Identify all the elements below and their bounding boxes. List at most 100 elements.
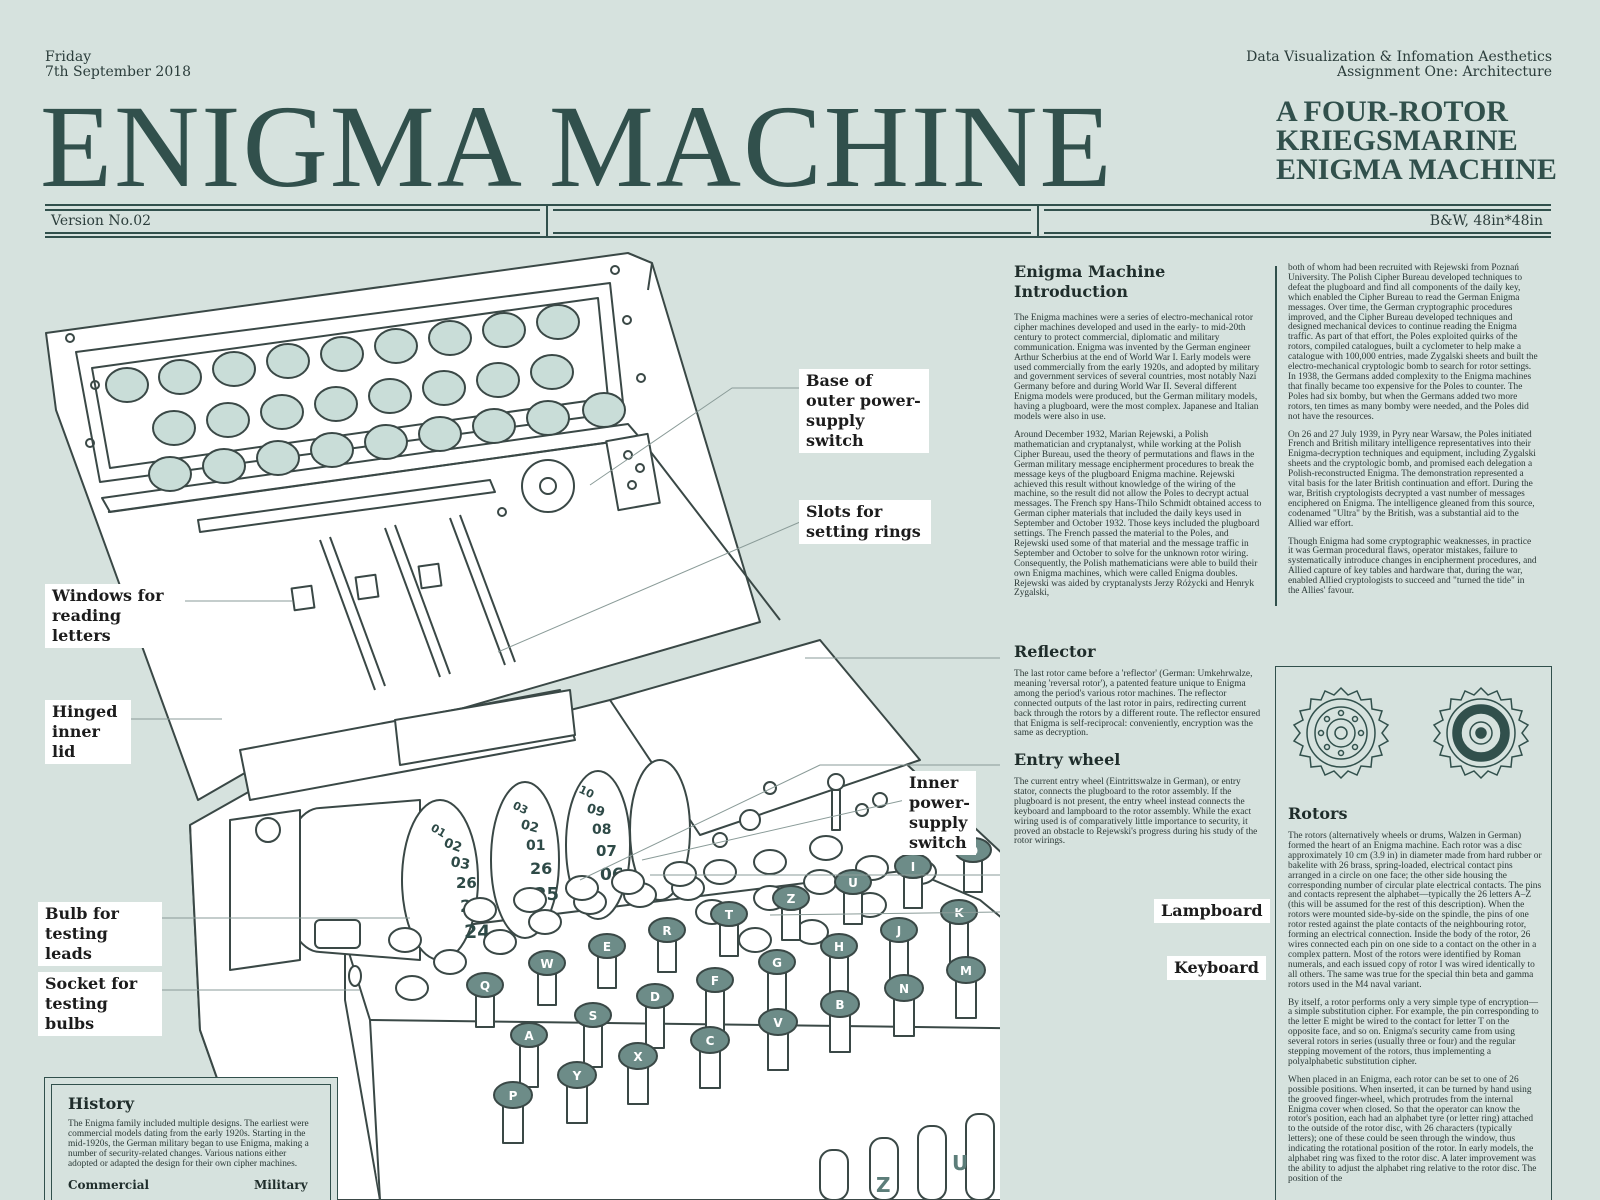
history-col-military: Military — [254, 1177, 308, 1192]
keyboard-keys: Q W E R T Z U I O A S D F G H J K P Y X … — [466, 837, 992, 1144]
continued-section: both of whom had been recruited with Rej… — [1288, 263, 1538, 605]
assignment-label: Assignment One: Architecture — [1336, 64, 1552, 80]
svg-text:E: E — [603, 940, 611, 954]
svg-text:H: H — [834, 940, 844, 954]
svg-text:Z: Z — [787, 892, 796, 906]
svg-text:X: X — [633, 1050, 643, 1064]
svg-text:Z: Z — [876, 1173, 891, 1197]
svg-text:Y: Y — [572, 1069, 582, 1083]
svg-text:B: B — [835, 998, 844, 1012]
svg-text:V: V — [773, 1016, 783, 1030]
rotors-box — [1275, 666, 1552, 1200]
course-block: Data Visualization & Infomation Aestheti… — [1246, 50, 1552, 80]
svg-text:G: G — [772, 956, 782, 970]
svg-text:R: R — [662, 924, 671, 938]
svg-text:D: D — [650, 990, 660, 1004]
header-rule — [553, 209, 1031, 211]
svg-text:01: 01 — [526, 838, 545, 854]
subtitle-line: KRIEGSMARINE — [1276, 124, 1518, 157]
svg-text:09: 09 — [585, 801, 606, 820]
continued-body: both of whom had been recruited with Rej… — [1288, 263, 1538, 597]
intro-section: Enigma Machine Introduction The Enigma m… — [1014, 262, 1264, 607]
history-box — [44, 1077, 338, 1200]
header-divider — [1037, 204, 1039, 237]
column-divider — [1275, 266, 1277, 606]
rotors-paragraph: The rotors (alternatively wheels or drum… — [1288, 831, 1542, 990]
date-label: 7th September 2018 — [45, 64, 192, 80]
history-columns: Commercial Military — [68, 1178, 318, 1192]
format-label: B&W, 48in*48in — [1429, 213, 1543, 229]
svg-text:02: 02 — [519, 817, 540, 836]
day-label: Friday — [45, 49, 92, 65]
subtitle-line: ENIGMA MACHINE — [1276, 153, 1557, 186]
page-title: ENIGMA MACHINE — [40, 81, 1114, 212]
entry-wheel-body: The current entry wheel (Eintrittswalze … — [1014, 777, 1258, 847]
header-rule — [45, 204, 1551, 206]
header-rule — [45, 209, 540, 211]
continued-paragraph: On 26 and 27 July 1939, in Pyry near War… — [1288, 429, 1536, 529]
rotor-icons — [1286, 680, 1546, 790]
history-col-commercial: Commercial — [68, 1177, 150, 1192]
svg-text:U: U — [952, 1151, 968, 1175]
enigma-illustration: 01 02 03 26 25 24 03 02 01 26 25 10 09 0… — [0, 240, 1000, 1200]
callout-bulb-leads: Bulb for testing leads — [38, 902, 162, 966]
subtitle-line: A FOUR-ROTOR — [1276, 95, 1508, 128]
svg-text:03: 03 — [511, 799, 530, 817]
svg-text:24: 24 — [464, 921, 490, 943]
callout-outer-switch: Base of outer power-supply switch — [799, 369, 929, 453]
svg-text:T: T — [725, 908, 734, 922]
svg-text:I: I — [911, 860, 915, 874]
svg-text:P: P — [509, 1089, 518, 1103]
svg-text:Q: Q — [480, 979, 490, 993]
svg-text:C: C — [706, 1034, 715, 1048]
intro-heading: Enigma Machine Introduction — [1014, 262, 1166, 301]
continued-paragraph: both of whom had been recruited with Rej… — [1288, 263, 1538, 422]
date-block: Friday 7th September 2018 — [45, 50, 191, 80]
entry-wheel-section: Entry wheel The current entry wheel (Ein… — [1014, 750, 1264, 847]
entry-wheel-heading: Entry wheel — [1014, 750, 1121, 769]
intro-body: The Enigma machines were a series of ele… — [1014, 313, 1264, 599]
history-body: The Enigma family included multiple desi… — [68, 1119, 309, 1169]
callout-inner-switch: Inner power-supply switch — [902, 771, 976, 855]
svg-text:J: J — [896, 924, 901, 938]
reflector-heading: Reflector — [1014, 642, 1096, 661]
history-inner-box — [51, 1084, 331, 1200]
svg-text:08: 08 — [592, 822, 611, 838]
header-divider — [546, 204, 548, 237]
history-section: History The Enigma family included multi… — [68, 1094, 318, 1192]
intro-paragraph: The Enigma machines were a series of ele… — [1014, 313, 1260, 423]
leader-lines — [130, 387, 1000, 991]
svg-text:02: 02 — [442, 836, 464, 856]
rotor-gear-icon — [1432, 686, 1530, 780]
svg-text:10: 10 — [577, 783, 597, 801]
svg-text:A: A — [524, 1029, 534, 1043]
callout-lampboard: Lampboard — [1154, 899, 1270, 923]
rotors-paragraph: When placed in an Enigma, each rotor can… — [1288, 1074, 1537, 1184]
history-heading: History — [68, 1094, 134, 1113]
svg-text:07: 07 — [596, 842, 617, 860]
header-rule — [1044, 209, 1551, 211]
rotors-paragraph: By itself, a rotor performs only a very … — [1288, 997, 1539, 1067]
plugboard-sockets — [819, 1113, 995, 1200]
version-label: Version No.02 — [51, 213, 152, 229]
svg-text:03: 03 — [449, 854, 471, 873]
continued-paragraph: Though Enigma had some cryptographic wea… — [1288, 536, 1537, 597]
rotors-heading: Rotors — [1288, 804, 1348, 823]
callout-socket-bulbs: Socket for testing bulbs — [38, 972, 162, 1036]
svg-text:U: U — [848, 876, 858, 890]
rotor-gear-icon — [1292, 686, 1390, 780]
callout-keyboard: Keyboard — [1167, 956, 1266, 980]
course-label: Data Visualization & Infomation Aestheti… — [1246, 49, 1552, 65]
page-subtitle: A FOUR-ROTOR KRIEGSMARINE ENIGMA MACHINE — [1276, 95, 1557, 186]
svg-text:26: 26 — [456, 874, 477, 892]
header-rule — [45, 236, 1551, 238]
reflector-body: The last rotor came before a 'reflector'… — [1014, 669, 1261, 739]
rotors-body: The rotors (alternatively wheels or drum… — [1288, 831, 1542, 1185]
callout-hinged-lid: Hinged inner lid — [45, 700, 131, 764]
callout-windows: Windows for reading letters — [45, 584, 181, 648]
svg-text:S: S — [589, 1009, 598, 1023]
callout-setting-rings: Slots for setting rings — [799, 500, 931, 544]
reflector-section: Reflector The last rotor came before a '… — [1014, 642, 1264, 739]
rotors-section: Rotors The rotors (alternatively wheels … — [1288, 804, 1542, 1193]
header-rule — [553, 232, 1031, 234]
